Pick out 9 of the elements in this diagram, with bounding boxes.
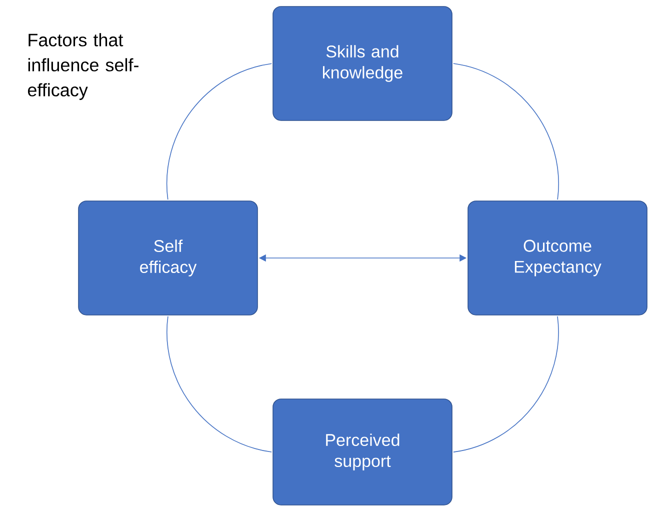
process-box: Outcome Expectancy	[468, 200, 648, 316]
process-box: Self efficacy	[78, 200, 258, 316]
arc-line	[453, 316, 559, 452]
arc-line	[166, 316, 272, 452]
arc-line	[453, 63, 559, 200]
arc-line	[166, 63, 272, 200]
process-box: Skills and knowledge	[272, 6, 452, 121]
process-box: Perceived support	[272, 398, 452, 506]
title-text: Factors that influence self-efficacy	[28, 33, 138, 100]
